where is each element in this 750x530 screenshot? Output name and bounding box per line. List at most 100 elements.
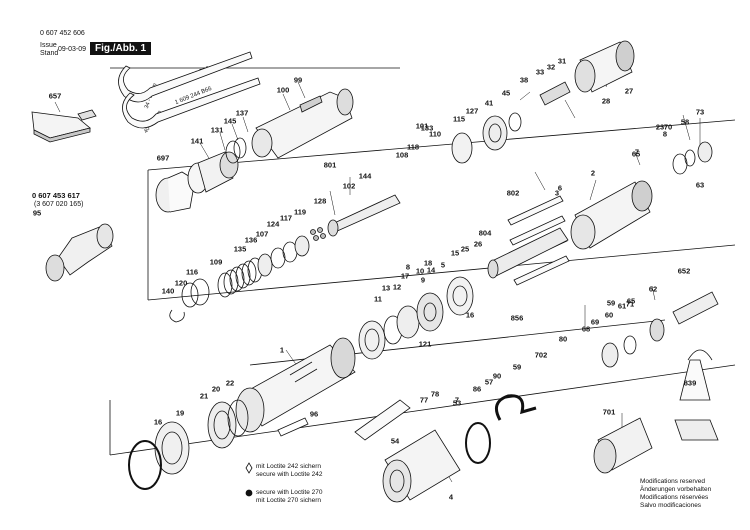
callout-110: 110 — [428, 129, 442, 139]
callout-17: 17 — [400, 271, 410, 281]
callout-140: 140 — [161, 286, 175, 296]
callout-33: 33 — [535, 67, 545, 77]
callout-11: 11 — [374, 294, 382, 304]
callout-20: 20 — [211, 384, 221, 394]
callout-77: 77 — [419, 395, 429, 405]
accessory-alt-number: (3 607 020 165) — [34, 201, 84, 208]
separator-row2 — [147, 119, 736, 171]
callout-41: 41 — [484, 98, 494, 108]
callout-53: 53 — [452, 398, 462, 408]
part-839-angle-head — [45, 223, 114, 282]
callout-19: 19 — [175, 408, 185, 418]
part-95-head — [382, 429, 461, 503]
callout-697: 697 — [156, 153, 170, 163]
note-en: Modifications reserved — [640, 478, 706, 485]
callout-124: 124 — [266, 219, 280, 229]
callout-802: 802 — [506, 188, 520, 198]
callout-86: 86 — [472, 384, 482, 394]
callout-18: 18 — [423, 258, 433, 268]
callout-1: 1 — [279, 345, 285, 355]
callout-25: 25 — [460, 244, 470, 254]
callout-135: 135 — [233, 244, 247, 254]
legend-loctite242-en: secure with Loctite 242 — [256, 471, 323, 478]
callout-59: 59 — [606, 298, 616, 308]
part-801-shaft — [327, 194, 401, 237]
callout-107: 107 — [255, 229, 269, 239]
part-141-sleeve — [187, 151, 239, 194]
note-fr: Modifications réservées — [640, 494, 709, 501]
legend-loctite270-en: secure with Loctite 270 — [256, 489, 323, 496]
issue-date: 09-03-09 — [58, 46, 87, 53]
callout-32: 32 — [546, 62, 556, 72]
callout-57: 57 — [484, 377, 494, 387]
callout-804: 804 — [478, 228, 492, 238]
callout-22: 22 — [225, 378, 235, 388]
callout-5: 5 — [440, 260, 446, 270]
callout-16: 16 — [153, 417, 163, 427]
separator-row3 — [147, 244, 736, 301]
accessory-number: 0 607 453 617 — [32, 191, 80, 200]
callout-839: 839 — [683, 378, 697, 388]
parts-701-702 — [593, 349, 719, 474]
callout-6: 6 — [557, 183, 563, 193]
rings-row4 — [128, 399, 249, 490]
callout-109: 109 — [209, 257, 223, 267]
callout-23: 23 — [655, 122, 665, 132]
callout-117: 117 — [279, 213, 293, 223]
callout-131: 131 — [210, 125, 224, 135]
callout-10: 10 — [415, 266, 425, 276]
callout-54: 54 — [390, 436, 400, 446]
callout-108: 108 — [395, 150, 409, 160]
callout-60: 60 — [604, 310, 614, 320]
callout-118: 118 — [406, 142, 420, 152]
callout-13: 13 — [381, 283, 391, 293]
callout-61: 61 — [617, 301, 627, 311]
callout-657: 657 — [48, 91, 62, 101]
loctite-symbols — [245, 462, 253, 497]
callout-16: 16 — [465, 310, 475, 320]
springs-row2 — [217, 235, 310, 298]
callout-15: 15 — [450, 248, 460, 258]
spanner-wrenches — [118, 51, 261, 129]
callout-8: 8 — [662, 129, 668, 139]
callout-141: 141 — [190, 136, 204, 146]
issue-label: Issue — [40, 42, 57, 49]
callout-70: 70 — [663, 122, 673, 132]
callout-96: 96 — [309, 409, 319, 419]
legend-loctite242-de: mit Loctite 242 sichern — [256, 463, 322, 470]
callout-144: 144 — [358, 171, 372, 181]
part-1-housing — [235, 337, 356, 433]
callout-63: 63 — [695, 180, 705, 190]
callout-21: 21 — [199, 391, 209, 401]
note-es: Salvo modificaciones — [640, 502, 702, 509]
callout-120: 120 — [174, 278, 188, 288]
callout-26: 26 — [473, 239, 483, 249]
legend-loctite270-de: mit Loctite 270 sichern — [256, 497, 322, 504]
figure-badge: Fig./Abb. 1 — [90, 42, 152, 55]
document-number: 0 607 452 606 — [40, 30, 85, 37]
callout-69: 69 — [590, 317, 600, 327]
callout-145: 145 — [223, 116, 237, 126]
callout-121: 121 — [418, 339, 432, 349]
callout-62: 62 — [648, 284, 658, 294]
callout-101: 101 — [415, 121, 429, 131]
callout-116: 116 — [185, 267, 199, 277]
part-99-100-housing — [251, 88, 354, 159]
callout-7: 7 — [454, 395, 460, 405]
callout-119: 119 — [293, 207, 307, 217]
callout-137: 137 — [235, 108, 249, 118]
note-de: Änderungen vorbehalten — [640, 486, 712, 493]
callout-2: 2 — [590, 168, 596, 178]
callout-99: 99 — [293, 75, 303, 85]
callout-38: 38 — [519, 75, 529, 85]
callout-28: 28 — [601, 96, 611, 106]
callout-59: 59 — [512, 362, 522, 372]
callout-4: 4 — [448, 492, 454, 502]
callout-31: 31 — [557, 56, 567, 66]
callout-12: 12 — [392, 282, 402, 292]
callout-65: 65 — [626, 296, 636, 306]
callout-133: 133 — [420, 123, 434, 133]
callout-68: 68 — [581, 324, 591, 334]
